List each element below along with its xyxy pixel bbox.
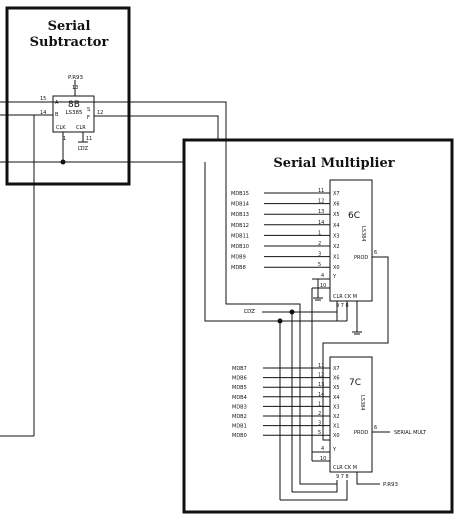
chip-7c-id: 7C — [349, 378, 361, 388]
chip7c-input-signal: MDB1 — [232, 424, 247, 430]
chip-8b-part: LS385 — [65, 110, 83, 116]
chip6c-input-signal: MDB9 — [231, 255, 246, 261]
chip6c-input-pin: 3 — [318, 252, 321, 258]
chip-8b-pin-a: 15 — [40, 96, 46, 102]
chip6c-input-port: X1 — [333, 255, 340, 261]
chip6c-input-pin: 11 — [318, 188, 324, 194]
chip-8b-pin-f: 12 — [97, 110, 103, 116]
chip7c-input-pin: 11 — [318, 363, 324, 369]
chip7c-input-signal: MDB5 — [232, 385, 247, 391]
chip6c-input-signal: MDB13 — [231, 212, 249, 218]
chip6c-input-port: X0 — [333, 265, 340, 271]
chip7c-input-signal: MDB0 — [232, 433, 247, 439]
chip-6c-id: 6C — [348, 211, 360, 221]
chip6c-input-pin: 1 — [318, 230, 321, 236]
chip-8b-label-f: F — [87, 115, 90, 121]
chip-6c-bottom-pins: 9 7 8 — [336, 303, 349, 309]
chip7c-input-port: X5 — [333, 385, 340, 391]
chip-7c-y-port: Y — [332, 447, 337, 453]
chip-6c-prod-wire — [322, 256, 389, 441]
clock-bus-junction — [60, 159, 66, 165]
chip7c-input-signal: MDB6 — [232, 376, 247, 382]
chip-6c-prod-label: PROD — [354, 255, 368, 261]
chip6c-input-signal: MDB8 — [231, 265, 246, 271]
chip-6c-bottom-labels: CLR CK M — [333, 294, 357, 300]
chip-7c-pullup-label: P.R93 — [383, 482, 399, 488]
chip7c-input-pin: 12 — [318, 373, 324, 379]
chip6c-input-pin: 2 — [318, 241, 321, 247]
chip7c-input-port: X1 — [333, 424, 340, 430]
chip6c-input-port: X6 — [333, 202, 340, 208]
chip7c-input-signal: MDB7 — [232, 366, 247, 372]
chip-8b-label-b: B — [55, 112, 59, 118]
chip7c-input-port: X3 — [333, 404, 340, 410]
chip6c-input-port: X7 — [333, 191, 340, 197]
chip7c-input-signal: MDB3 — [232, 404, 247, 410]
chip6c-input-port: X4 — [333, 223, 340, 229]
chip-7c-k-pin: 10 — [320, 456, 326, 462]
chip-7c-bottom-pins: 9 7 8 — [336, 474, 349, 480]
chip-7c-prod-label: PROD — [354, 430, 368, 436]
serial-mult-output-label: SERIAL MULT — [394, 430, 427, 436]
chip-7c-prod-pin: 6 — [374, 425, 377, 431]
chip6c-input-signal: MDB11 — [231, 233, 249, 239]
subtractor-title-line1: Serial — [48, 19, 91, 34]
chip-8b-label-clk: CLK — [56, 125, 66, 131]
multiplier-frame — [182, 138, 454, 514]
multiplier-ldz-label: LDZ — [244, 309, 255, 315]
chip7c-input-port: X6 — [333, 376, 340, 382]
multiplier-title: Serial Multiplier — [273, 156, 394, 171]
chip7c-input-port: X0 — [333, 433, 340, 439]
chip-7c-bottom-labels: CLR CK M — [333, 465, 357, 471]
chip-6c-k-pin: 10 — [320, 283, 326, 289]
chip7c-input-signal: MDB4 — [232, 395, 247, 401]
chip-8b-label-clr: CLR — [76, 125, 86, 131]
chip7c-input-pin: 3 — [318, 421, 321, 427]
chip7c-input-port: X7 — [333, 366, 340, 372]
chip-8b-label-s: S — [87, 107, 90, 113]
chip6c-input-pin: 5 — [318, 262, 321, 268]
chip-6c-y-pin: 4 — [321, 273, 324, 279]
clock-to-7c — [280, 480, 348, 501]
chip6c-input-signal: MDB14 — [231, 202, 249, 208]
chip-6c — [329, 179, 373, 302]
chip-7c-m-wire — [356, 472, 380, 485]
chip7c-input-signal: MDB2 — [232, 414, 247, 420]
chip6c-input-port: X3 — [333, 233, 340, 239]
chip7c-input-pin: 14 — [318, 392, 324, 398]
clock-bus-into-multiplier — [204, 162, 280, 322]
chip6c-input-pin: 14 — [318, 220, 324, 226]
chip6c-input-signal: MDB12 — [231, 223, 249, 229]
chip7c-input-pin: 5 — [318, 430, 321, 436]
chip-8b-pin-clk: 1 — [63, 136, 66, 142]
chip-6c-prod-pin: 6 — [374, 250, 377, 256]
chip7c-input-pin: 1 — [318, 401, 321, 407]
chip-7c-y-pin: 4 — [321, 446, 324, 452]
chip6c-input-signal: MDB15 — [231, 191, 249, 197]
chip-6c-part: LS384 — [360, 226, 366, 242]
chip6c-input-pin: 12 — [318, 199, 324, 205]
chip-7c — [329, 356, 373, 473]
subtractor-ldz-label: LDZ — [78, 146, 89, 152]
chip6c-input-port: X2 — [333, 244, 340, 250]
chip-6c-y-port: Y — [332, 274, 337, 280]
chip7c-input-port: X2 — [333, 414, 340, 420]
subtractor-title-line2: Subtractor — [30, 35, 109, 50]
chip-7c-part: LS384 — [359, 395, 365, 411]
chip-8b-id: 8B — [68, 100, 80, 110]
chip7c-input-pin: 13 — [318, 382, 324, 388]
chip-8b-pin-b: 14 — [40, 110, 46, 116]
chip-8b-pin-clr: 11 — [86, 136, 92, 142]
chip6c-input-pin: 13 — [318, 209, 324, 215]
chip6c-input-port: X5 — [333, 212, 340, 218]
left-feed-wire — [0, 101, 337, 485]
chip7c-input-pin: 2 — [318, 411, 321, 417]
chip6c-input-signal: MDB10 — [231, 244, 249, 250]
chip7c-input-port: X4 — [333, 395, 340, 401]
chip-8b-label-a: A — [55, 100, 59, 106]
subtractor-pullup-label: P.R93 — [68, 75, 84, 81]
